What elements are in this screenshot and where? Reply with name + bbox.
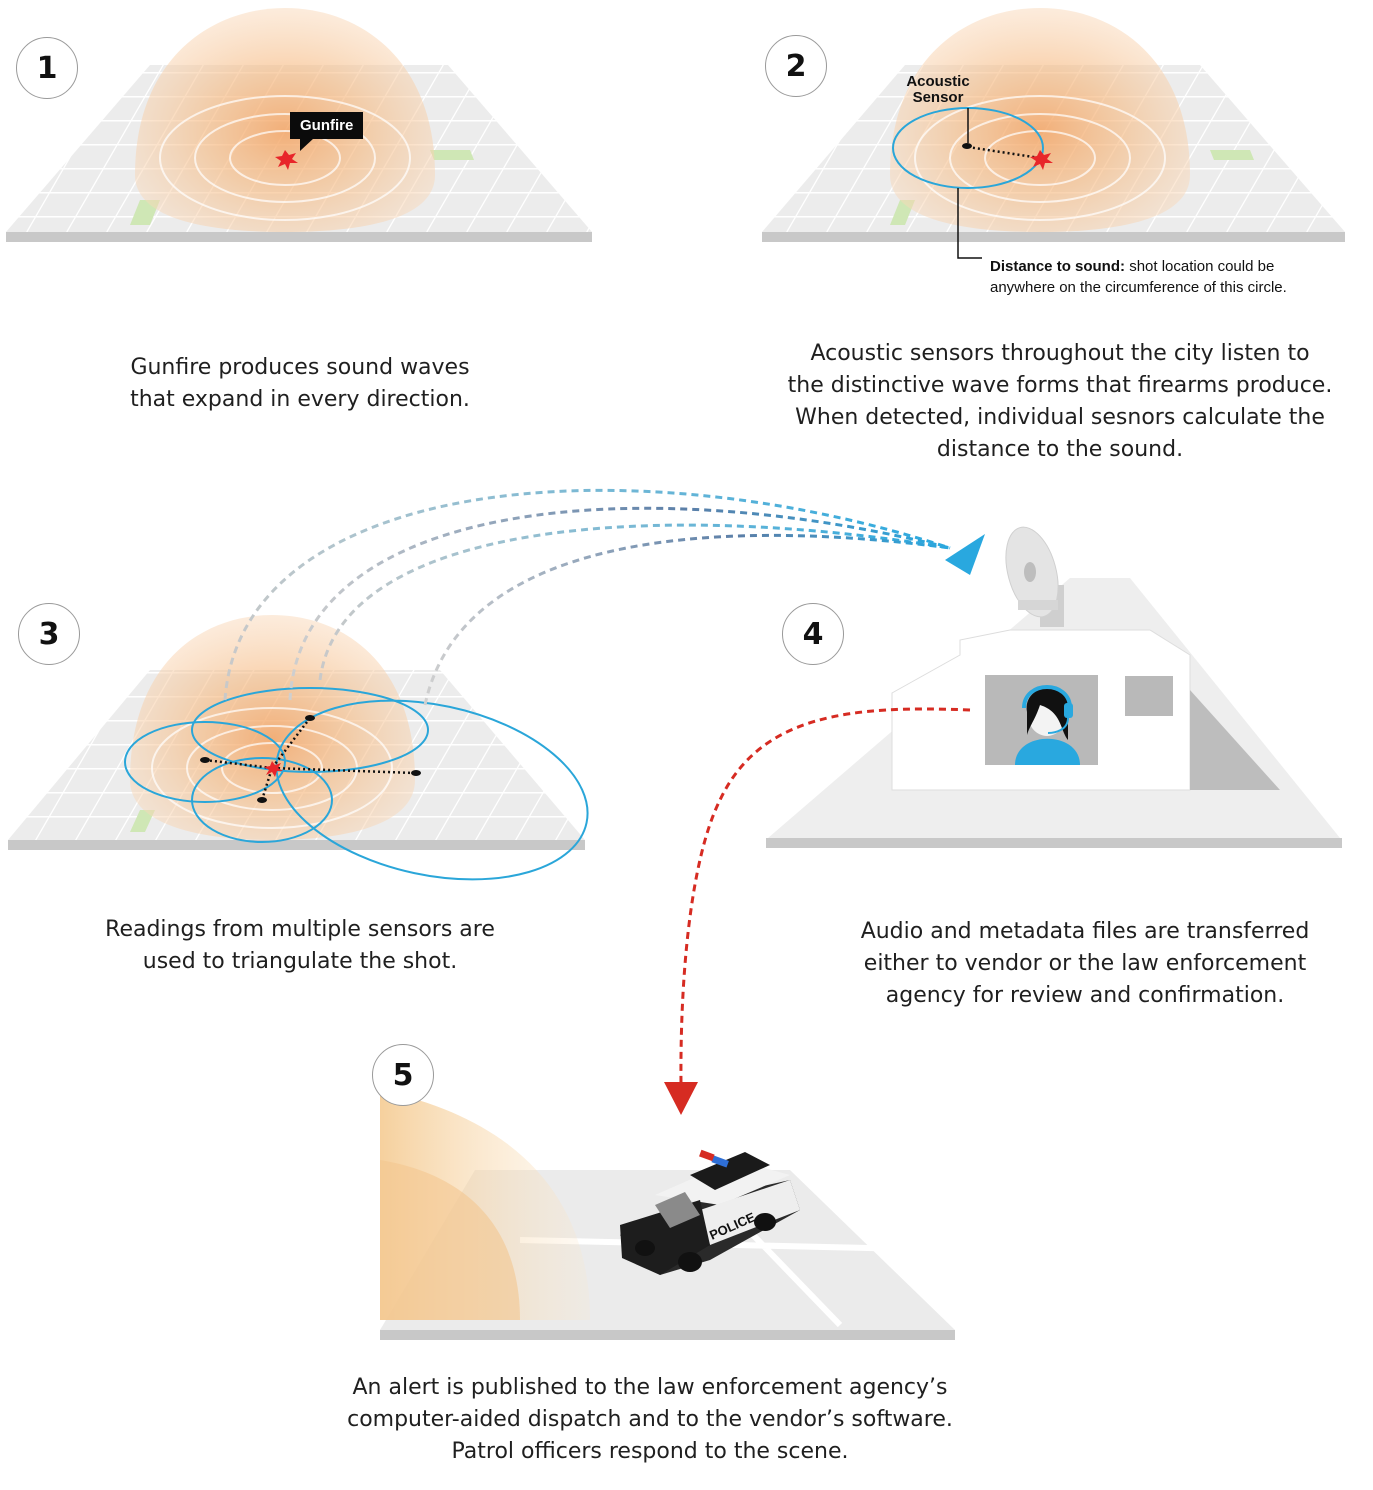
- transfer-arc: [288, 506, 951, 701]
- caption-line: used to triangulate the shot.: [142, 949, 458, 974]
- step4-ground: [766, 838, 1342, 848]
- dispatch-arrowhead: [664, 1082, 698, 1115]
- dispatch-arc: [679, 707, 971, 1086]
- step3-park: [130, 810, 155, 832]
- step-number-5: 5: [372, 1044, 434, 1106]
- distance-note: Distance to sound: shot location could b…: [990, 256, 1365, 298]
- acoustic-sensor-dot: [257, 797, 267, 803]
- step3-wave-ring: [221, 742, 323, 794]
- step1-wave-ring: [194, 113, 376, 203]
- gunfire-burst-icon: [264, 761, 283, 777]
- step-number-3: 3: [18, 603, 80, 665]
- caption-line: Acoustic sensors throughout the city lis…: [810, 341, 1310, 366]
- sensor-distance-line: [271, 766, 416, 775]
- caption-step4: Audio and metadata files are transferred…: [810, 916, 1360, 1012]
- transfer-arrowhead: [945, 534, 985, 575]
- step1-scene: [6, 8, 592, 242]
- step3-ground: [8, 840, 585, 850]
- step-number-4: 4: [782, 603, 844, 665]
- step2-scene: [762, 8, 1345, 259]
- gunfire-burst-icon: [275, 150, 298, 170]
- caption-line: An alert is published to the law enforce…: [352, 1375, 948, 1400]
- caption-line: either to vendor or the law enforcement: [863, 951, 1307, 976]
- distance-note-title: Distance to sound:: [990, 258, 1126, 275]
- acoustic-sensor-dot: [962, 143, 972, 149]
- step-number-1: 1: [16, 37, 78, 99]
- caption-line: that expand in every direction.: [130, 387, 470, 412]
- step3-scene: [8, 615, 589, 881]
- caption-line: agency for review and confirmation.: [885, 983, 1285, 1008]
- caption-line: the distinctive wave forms that firearms…: [787, 373, 1333, 398]
- transfer-arc: [423, 533, 951, 706]
- distance-callout-line: [957, 188, 982, 259]
- caption-line: Readings from multiple sensors are: [105, 917, 495, 942]
- caption-step1: Gunfire produces sound waves that expand…: [60, 352, 540, 416]
- police-car-icon: POLICE: [620, 1149, 800, 1275]
- data-transfer-arcs: [223, 488, 985, 706]
- satellite-dish-icon: [1005, 526, 1064, 627]
- step5-ground: [380, 1330, 955, 1340]
- step3-wave-ring: [151, 707, 393, 829]
- step5-wave-fade-inner: [380, 1160, 520, 1320]
- gunfire-label: Gunfire: [290, 112, 364, 151]
- step4-side-window: [1125, 676, 1173, 716]
- sensor-distance-line: [271, 717, 311, 769]
- dispatcher-operator-icon: [1015, 685, 1080, 765]
- sensor-distance-line: [967, 145, 1041, 160]
- caption-step3: Readings from multiple sensors are used …: [40, 914, 560, 978]
- step2-wave-ring: [949, 113, 1131, 203]
- acoustic-sensor-label-line1: Acoustic: [906, 73, 970, 90]
- step3-dome: [130, 615, 415, 840]
- step2-wave-ring: [914, 95, 1166, 221]
- gunfire-burst-icon: [1030, 150, 1053, 170]
- acoustic-sensor-label: Acoustic Sensor: [896, 74, 980, 106]
- step5-scene: POLICE: [380, 1090, 956, 1340]
- step2-ground: [762, 232, 1345, 242]
- step2-park-2: [1210, 150, 1254, 160]
- caption-line: Patrol officers respond to the scene.: [451, 1439, 849, 1464]
- sensor-range-circle: [124, 721, 286, 803]
- acoustic-sensor-label-line2: Sensor: [912, 89, 964, 106]
- caption-line: When detected, individual sesnors calcul…: [795, 405, 1325, 430]
- step1-park-2: [430, 150, 474, 160]
- caption-line: Gunfire produces sound waves: [130, 355, 470, 380]
- step-number-2: 2: [765, 35, 827, 97]
- distance-note-text-1: shot location could be: [1129, 258, 1275, 275]
- acoustic-sensor-dot: [411, 770, 421, 776]
- caption-line: computer-aided dispatch and to the vendo…: [347, 1407, 953, 1432]
- distance-note-text-2: anywhere on the circumference of this ci…: [990, 279, 1287, 296]
- step4-building-shadow: [1190, 690, 1280, 790]
- step1-wave-ring: [229, 130, 341, 186]
- acoustic-sensor-dot: [200, 757, 210, 763]
- step1-dome: [135, 8, 435, 232]
- step4-scene: [766, 526, 1342, 848]
- sensor-range-circle: [191, 757, 333, 843]
- caption-line: Audio and metadata files are transferred: [860, 919, 1310, 944]
- step2-dome: [890, 8, 1190, 232]
- caption-step5: An alert is published to the law enforce…: [280, 1372, 1020, 1468]
- transfer-arc: [318, 523, 951, 681]
- acoustic-sensor-dot: [305, 715, 315, 721]
- step1-wave-ring: [159, 95, 411, 221]
- sensor-range-circle: [191, 687, 429, 773]
- step1-ground: [6, 232, 592, 242]
- sensor-distance-line: [204, 758, 273, 770]
- caption-step2: Acoustic sensors throughout the city lis…: [760, 338, 1360, 466]
- transfer-arc: [223, 488, 951, 701]
- step2-wave-ring: [984, 130, 1096, 186]
- dispatch-arrow: [664, 707, 971, 1115]
- sensor-distance-line: [260, 767, 274, 801]
- caption-line: distance to the sound.: [936, 437, 1184, 462]
- sensor-range-circle: [275, 699, 589, 881]
